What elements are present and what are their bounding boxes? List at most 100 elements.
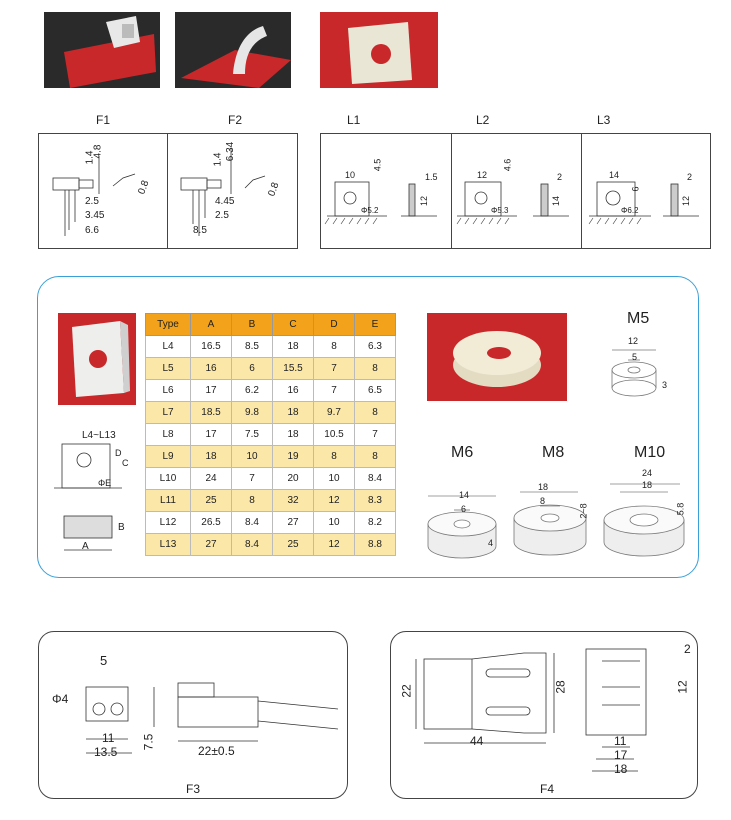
dim-phi-e: ΦE [98, 478, 112, 488]
table-cell: 7 [354, 423, 396, 446]
f4-dim-4: 2 [684, 642, 691, 656]
table-cell: 8 [354, 401, 396, 424]
table-cell: 25 [190, 489, 232, 512]
table-cell: 17 [190, 423, 232, 446]
m-washer-image [453, 331, 541, 387]
table-cell: L6 [145, 379, 191, 402]
m8-dim-2: 8 [540, 496, 546, 506]
table-cell: 32 [272, 489, 314, 512]
l1-dim-4: 12 [419, 195, 430, 207]
photo-l-series-pad [58, 313, 136, 405]
panel-f1-f2: 1.4 4.8 2.5 3.45 6.6 0.8 1.4 6.34 4.45 2… [38, 133, 298, 249]
m5-drawing [611, 349, 657, 397]
table-cell: 9.7 [313, 401, 355, 424]
m6-dim-2: 6 [461, 504, 467, 514]
table-cell: 16 [190, 357, 232, 380]
table-cell: 16 [272, 379, 314, 402]
f3-dim-4: 13.5 [94, 745, 118, 759]
table-cell: 7 [313, 379, 355, 402]
label-m6: M6 [451, 444, 474, 461]
label-f1: F1 [96, 113, 111, 127]
divider [581, 134, 582, 248]
table-cell: 20 [272, 467, 314, 490]
table-cell: 6.3 [354, 335, 396, 358]
m6-drawing [427, 495, 497, 559]
header-b: B [231, 313, 273, 336]
table-cell: 18 [272, 335, 314, 358]
table-cell: 8 [231, 489, 273, 512]
m10-dim-2: 18 [642, 480, 653, 490]
l-series-pad-image [72, 321, 130, 397]
m5-dim-1: 12 [628, 336, 639, 346]
table-cell: 17 [190, 379, 232, 402]
l2-dim-3: 2 [557, 172, 563, 182]
label-m5: M5 [627, 310, 650, 327]
panel-l1-l3: 10 4.5 1.5 12 Φ5.2 12 4.6 2 14 Φ5.3 14 6… [320, 133, 711, 249]
table-cell: 7 [313, 357, 355, 380]
divider [167, 134, 168, 248]
label-f3: F3 [186, 782, 201, 796]
f3-dim-1: 5 [100, 653, 108, 668]
f1-dim-2: 4.8 [92, 144, 104, 159]
table-cell: 8 [354, 445, 396, 468]
f4-dim-1: 22 [399, 684, 414, 698]
f4-dim-5: 12 [675, 680, 690, 694]
f1-dim-5: 6.6 [85, 225, 99, 236]
header-a: A [190, 313, 232, 336]
m8-drawing [513, 491, 587, 556]
panel-f3 [38, 631, 348, 799]
l-pad-image [348, 22, 412, 84]
table-cell: 10.5 [313, 423, 355, 446]
m6-dim-3: 4 [488, 538, 494, 548]
dim-d: D [115, 448, 122, 458]
table-cell: 24 [190, 467, 232, 490]
l2-dim-5: Φ5.3 [491, 206, 509, 215]
table-cell: 8.2 [354, 511, 396, 534]
m8-dim-3: 2~8 [578, 503, 589, 519]
table-cell: 6.2 [231, 379, 273, 402]
f4-dim-3: 28 [553, 680, 568, 694]
table-cell: L8 [145, 423, 191, 446]
l3-dim-2: 6 [630, 186, 641, 192]
f1-f2-drawings [52, 148, 266, 236]
table-cell: 18 [190, 445, 232, 468]
table-cell: 19 [272, 445, 314, 468]
l1-dim-2: 4.5 [372, 158, 383, 172]
m10-drawing [603, 483, 685, 557]
table-cell: 9.8 [231, 401, 273, 424]
m8-dim-1: 18 [538, 482, 549, 492]
table-cell: 10 [231, 445, 273, 468]
dim-c: C [122, 458, 129, 468]
f2-dim-5: 8.5 [193, 225, 207, 236]
label-f2: F2 [228, 113, 243, 127]
table-cell: 8 [313, 445, 355, 468]
f1-terminal-image [64, 16, 156, 88]
header-e: E [354, 313, 396, 336]
photo-l-pad [320, 12, 438, 88]
label-m10: M10 [634, 444, 666, 461]
table-cell: 8.4 [231, 533, 273, 556]
l1-dim-5: Φ5.2 [361, 206, 379, 215]
table-cell: L11 [145, 489, 191, 512]
l3-dim-4: 12 [681, 195, 692, 207]
header-d: D [313, 313, 355, 336]
table-cell: L9 [145, 445, 191, 468]
f1-dim-3: 2.5 [85, 196, 99, 207]
header-c: C [272, 313, 314, 336]
l3-dim-3: 2 [687, 172, 693, 182]
f3-drawing [85, 682, 339, 754]
table-cell: 12 [313, 533, 355, 556]
table-cell: 16.5 [190, 335, 232, 358]
l2-dim-1: 12 [477, 170, 488, 180]
table-cell: L5 [145, 357, 191, 380]
label-l3: L3 [597, 113, 611, 127]
m5-dim-2: 5 [632, 352, 638, 362]
